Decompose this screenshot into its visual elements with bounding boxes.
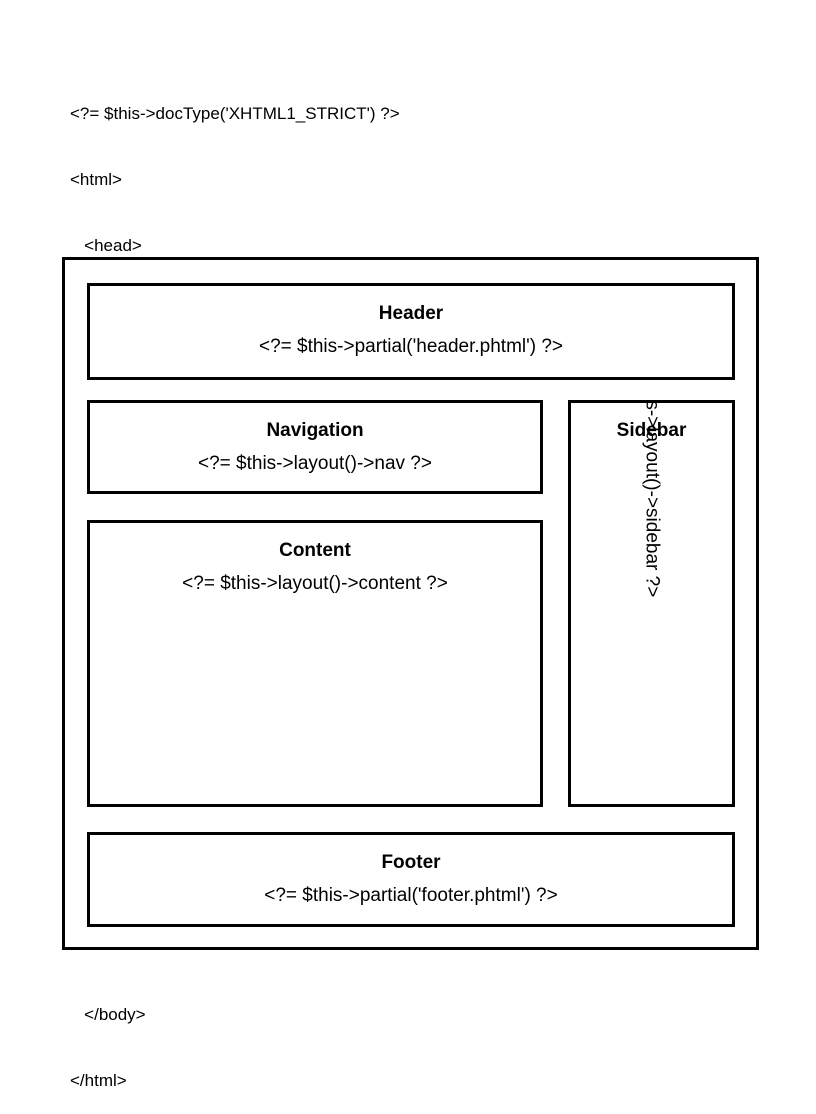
diagram-region-navigation: Navigation <?= $this->layout()->nav ?> [87, 400, 543, 494]
header-region-title: Header [378, 303, 444, 324]
code-line-doctype: <?= $this->docType('XHTML1_STRICT') ?> [70, 104, 400, 123]
sidebar-region-title: Sidebar [616, 420, 687, 441]
footer-region-code: <?= $this->partial('footer.phtml') ?> [264, 885, 558, 906]
code-line-html-open: <html> [70, 170, 122, 189]
diagram-region-footer: Footer <?= $this->partial('footer.phtml'… [87, 832, 735, 927]
code-line-head-open: <head> [70, 236, 142, 255]
code-line-html-close: </html> [70, 1071, 127, 1090]
sidebar-region-code: <?= $this->layout()->sidebar ?> [641, 400, 663, 598]
diagram-region-content: Content <?= $this->layout()->content ?> [87, 520, 543, 807]
diagram-region-header: Header <?= $this->partial('header.phtml'… [87, 283, 735, 380]
footer-region-title: Footer [381, 852, 441, 873]
navigation-region-code: <?= $this->layout()->nav ?> [198, 453, 432, 474]
header-region-code: <?= $this->partial('header.phtml') ?> [258, 336, 564, 357]
sidebar-rotated-code-wrap: <?= $this->layout()->sidebar ?> [571, 403, 732, 804]
navigation-region-title: Navigation [266, 420, 364, 441]
diagram-region-sidebar: Sidebar <?= $this->layout()->sidebar ?> [568, 400, 735, 807]
content-region-title: Content [279, 540, 351, 561]
code-line-body-close: </body> [70, 1005, 146, 1024]
content-region-code: <?= $this->layout()->content ?> [182, 573, 448, 594]
code-listing-bottom: </body> </html> [70, 960, 146, 1114]
